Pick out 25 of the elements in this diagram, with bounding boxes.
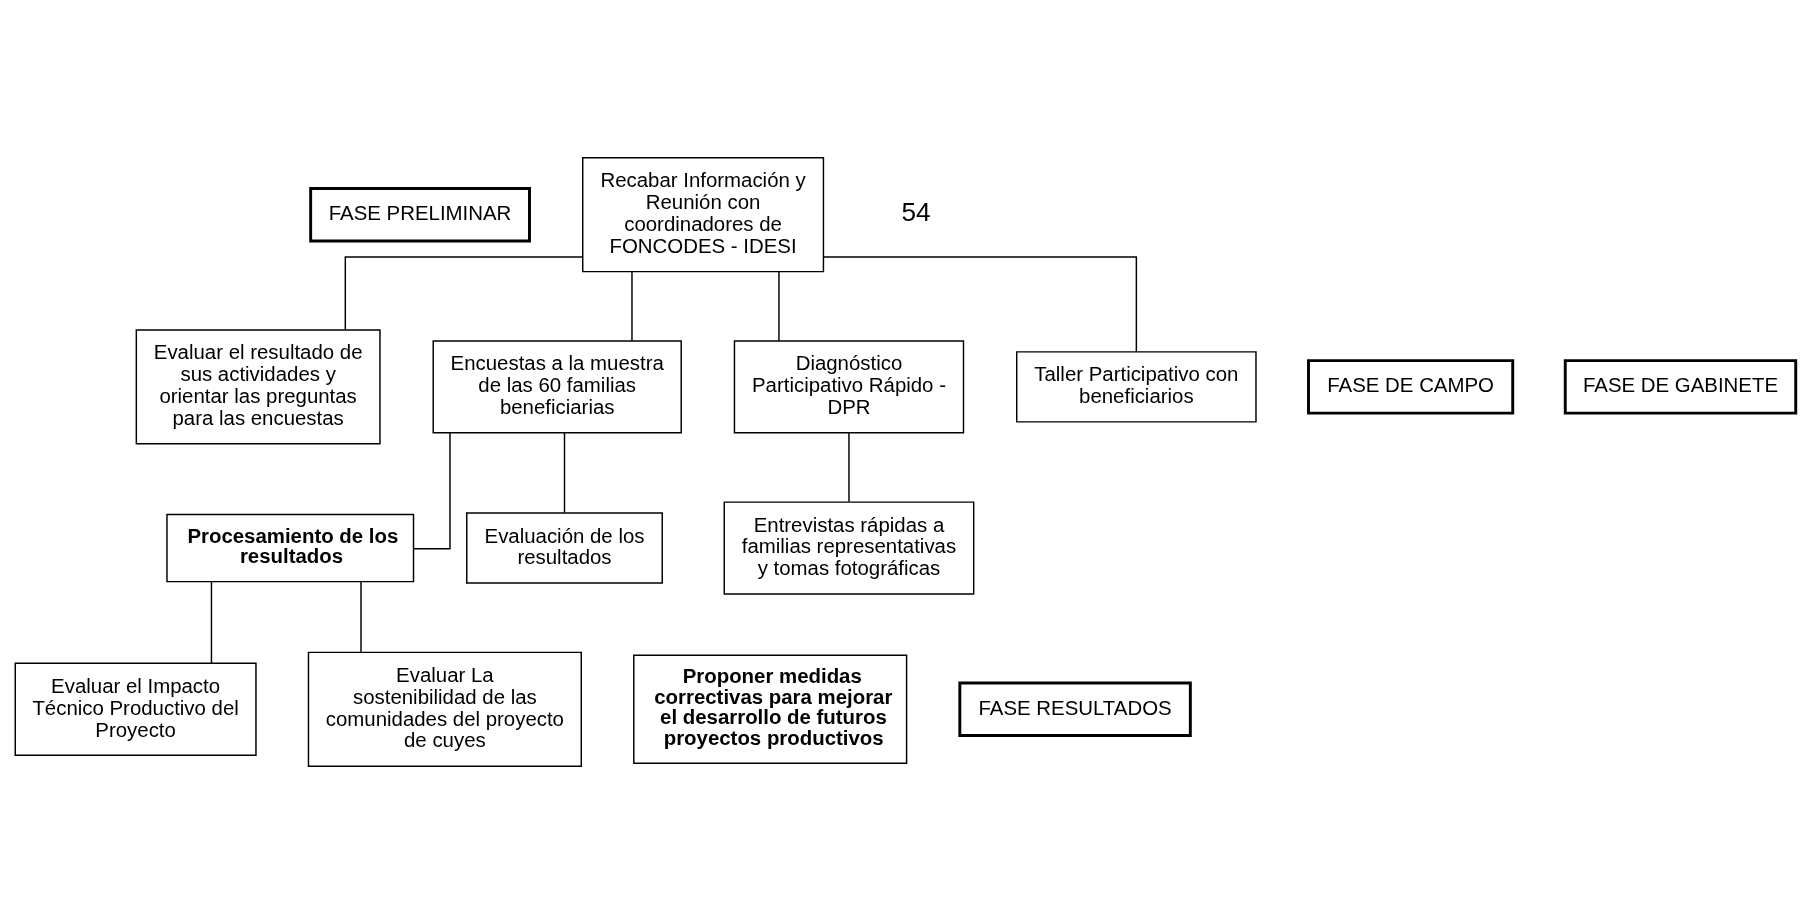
node-box: Procesamiento de los resultados: [166, 513, 415, 583]
node-box: Proponer medidas correctivas para mejorar el desarrollo de futuros proyectos productivos: [633, 654, 908, 764]
node-box: Taller Participativo con beneficiarios: [1016, 351, 1257, 423]
node-box: Diagnóstico Participativo Rápido - DPR: [733, 340, 965, 434]
connector: [563, 432, 566, 514]
connector: [210, 581, 213, 664]
connector: [823, 256, 1138, 353]
node-box: Evaluar el Impacto Técnico Productivo del Proyecto: [14, 662, 257, 756]
label: 54: [901, 197, 931, 228]
node-box: FASE RESULTADOS: [958, 681, 1192, 737]
node-box: FASE PRELIMINAR: [309, 187, 531, 243]
node-box: Entrevistas rápidas a familias representativas y tomas fotográficas: [723, 501, 975, 595]
node-box: Recabar Información y Reunión con coordinadores de FONCODES - IDESI: [582, 157, 825, 273]
connector: [848, 432, 850, 503]
connector: [631, 271, 633, 342]
connector: [778, 271, 780, 342]
node-box: FASE DE CAMPO: [1307, 359, 1515, 415]
connector: [344, 256, 584, 331]
connector: [360, 581, 362, 653]
node-box: Evaluación de los resultados: [466, 512, 663, 584]
node-box: Encuestas a la muestra de las 60 familias beneficiarias: [432, 340, 682, 434]
node-box: FASE DE GABINETE: [1563, 359, 1798, 415]
connector: [413, 432, 451, 550]
node-box: Evaluar el resultado de sus actividades y orientar las preguntas para las encuestas: [135, 329, 381, 445]
node-box: Evaluar La sostenibilidad de las comunidades del proyecto de cuyes: [307, 651, 582, 767]
